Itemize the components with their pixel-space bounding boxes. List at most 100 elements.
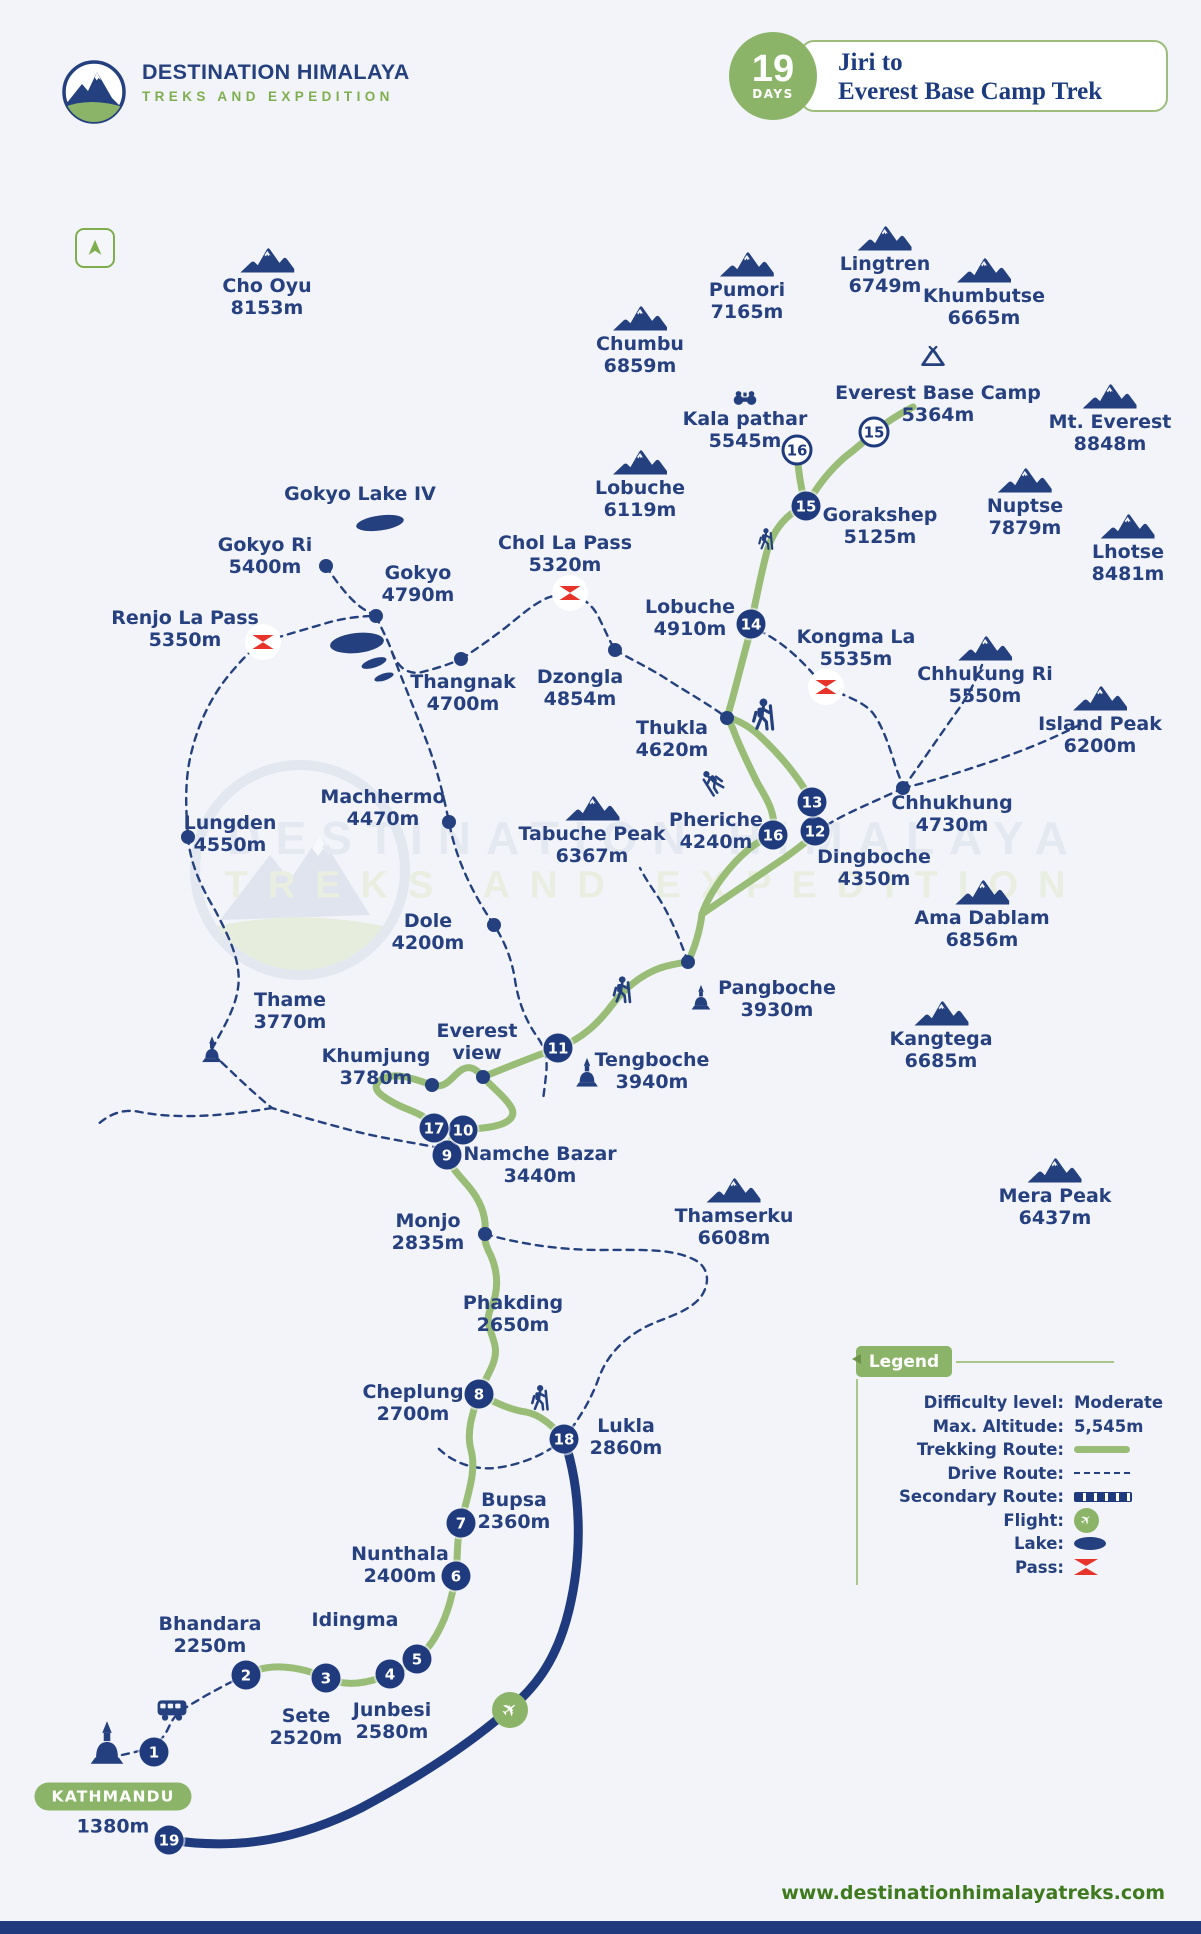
mountain-marker: Mera Peak 6437m (999, 1157, 1111, 1229)
mountain-name: Lobuche (595, 477, 685, 499)
place-label: Thukla 4620m (636, 717, 709, 761)
place-name: Thukla (636, 717, 708, 739)
legend-row: Secondary Route: (868, 1485, 1170, 1509)
legend-row: Pass: (868, 1556, 1170, 1580)
place-elevation: 2580m (355, 1721, 429, 1743)
place-name: Chol La Pass (497, 532, 633, 554)
place-label: Sete 2520m (270, 1705, 343, 1749)
watermark-text-line1: DESTINATION HIMALAYA (227, 812, 1083, 864)
place-label: Chol La Pass 5320m (498, 532, 632, 576)
stupa-icon (689, 984, 712, 1009)
place-name: Pangboche (718, 977, 836, 999)
place-label: Bhandara 2250m (159, 1613, 262, 1657)
pass-icon (552, 575, 588, 611)
place-name: Tengboche (594, 1049, 710, 1071)
trek-title-card: Jiri to Everest Base Camp Trek (800, 40, 1168, 112)
place-name: Everest Base Camp (835, 382, 1041, 404)
kathmandu-stupa-icon (87, 1720, 127, 1764)
place-elevation: 4910m (653, 618, 727, 640)
legend-row: Drive Route: (868, 1462, 1170, 1486)
place-name: Bupsa (481, 1489, 547, 1511)
legend-row-label: Lake: (1014, 1534, 1064, 1554)
legend-row-label: Flight: (1003, 1510, 1064, 1530)
sliding-trekker-icon (699, 767, 729, 797)
legend-row: Max. Altitude: 5,545m (868, 1415, 1170, 1439)
place-name: Gokyo Ri (217, 534, 313, 556)
place-label: Gorakshep 5125m (823, 504, 938, 548)
pass-icon (245, 624, 281, 660)
mountain-elevation: 8153m (230, 297, 304, 319)
place-name: Dole (403, 910, 453, 932)
mountain-marker: Tabuche Peak 6367m (518, 795, 666, 867)
mountain-name: Island Peak (1038, 713, 1162, 735)
mountain-icon (957, 257, 1011, 283)
mountain-elevation: 6685m (904, 1050, 978, 1072)
mountain-icon (1073, 685, 1127, 711)
mountain-marker: Pumori 7165m (709, 251, 785, 323)
mountain-marker: Island Peak 6200m (1038, 685, 1162, 757)
stop-marker: 14 (736, 609, 766, 639)
mountain-marker: Lobuche 6119m (595, 449, 685, 521)
legend-row: Difficulty level: Moderate (868, 1391, 1170, 1415)
stop-marker: 9 (432, 1140, 462, 1170)
waypoint-dot (487, 918, 501, 932)
place-name: Khumjung (321, 1045, 431, 1067)
mountain-elevation: 6200m (1063, 735, 1137, 757)
mountain-elevation: 7165m (710, 301, 784, 323)
place-label: Renjo La Pass 5350m (111, 607, 259, 651)
mountain-icon (958, 635, 1012, 661)
duration-label: DAYS (752, 87, 794, 101)
mountain-marker: Nuptse 7879m (987, 467, 1063, 539)
place-name: Machhermo (320, 786, 446, 808)
legend-row: Trekking Route: (868, 1438, 1170, 1462)
place-name: Lukla (597, 1415, 655, 1437)
mountain-marker: Chhukung Ri 5550m (917, 635, 1053, 707)
watermark-text-line2: TREKS AND EXPEDITION (224, 864, 1086, 907)
mountain-icon (914, 1000, 968, 1026)
website-link[interactable]: www.destinationhimalayatreks.com (781, 1882, 1165, 1904)
place-elevation: 2700m (376, 1403, 450, 1425)
stop-marker: 6 (441, 1561, 471, 1591)
place-elevation: 2860m (589, 1437, 663, 1459)
place-label: Lobuche 4910m (645, 596, 735, 640)
mountain-elevation: 8481m (1091, 563, 1165, 585)
place-name: Thame (254, 989, 326, 1011)
kathmandu-label: KATHMANDU (34, 1782, 192, 1811)
place-elevation: 3440m (503, 1165, 577, 1187)
place-label: Idingma (312, 1609, 399, 1631)
place-name: Idingma (311, 1609, 399, 1631)
mountain-name: Lhotse (1092, 541, 1164, 563)
mountain-elevation: 6367m (555, 845, 629, 867)
waypoint-dot (720, 711, 734, 725)
place-name: Dingboche (817, 846, 931, 868)
waypoint-dot (608, 643, 622, 657)
stop-marker: 8 (464, 1379, 494, 1409)
place-elevation: 3770m (253, 1011, 327, 1033)
place-label: Kala pathar 5545m (683, 408, 808, 452)
trek-title-line2: Everest Base Camp Trek (838, 78, 1103, 105)
mountain-icon (240, 247, 294, 273)
binoculars-icon (732, 390, 758, 406)
place-label: Pheriche 4240m (669, 809, 763, 853)
place-name: Thangnak (410, 671, 516, 693)
mountain-name: Pumori (708, 279, 786, 301)
legend-divider (856, 1379, 858, 1585)
checkpoint-marker: 16 (781, 434, 813, 466)
place-name: Lungden (183, 812, 277, 834)
legend-row-label: Max. Altitude: (932, 1416, 1064, 1436)
place-label: Monjo 2835m (392, 1210, 465, 1254)
place-elevation: 4700m (426, 693, 500, 715)
kathmandu-marker: KATHMANDU 1380m (34, 1782, 192, 1838)
mountain-icon (613, 449, 667, 475)
place-elevation: 4790m (381, 584, 455, 606)
place-name: Sete (281, 1705, 331, 1727)
mountain-elevation: 6665m (947, 307, 1021, 329)
place-elevation: 5400m (228, 556, 302, 578)
stupa-icon (200, 1036, 225, 1063)
duration-badge: 19 DAYS (729, 32, 817, 120)
legend-title: Legend (852, 1346, 952, 1377)
mountain-icon (565, 795, 619, 821)
mountain-name: Chumbu (596, 333, 684, 355)
place-elevation: 2250m (173, 1635, 247, 1657)
mountain-elevation: 6749m (848, 275, 922, 297)
